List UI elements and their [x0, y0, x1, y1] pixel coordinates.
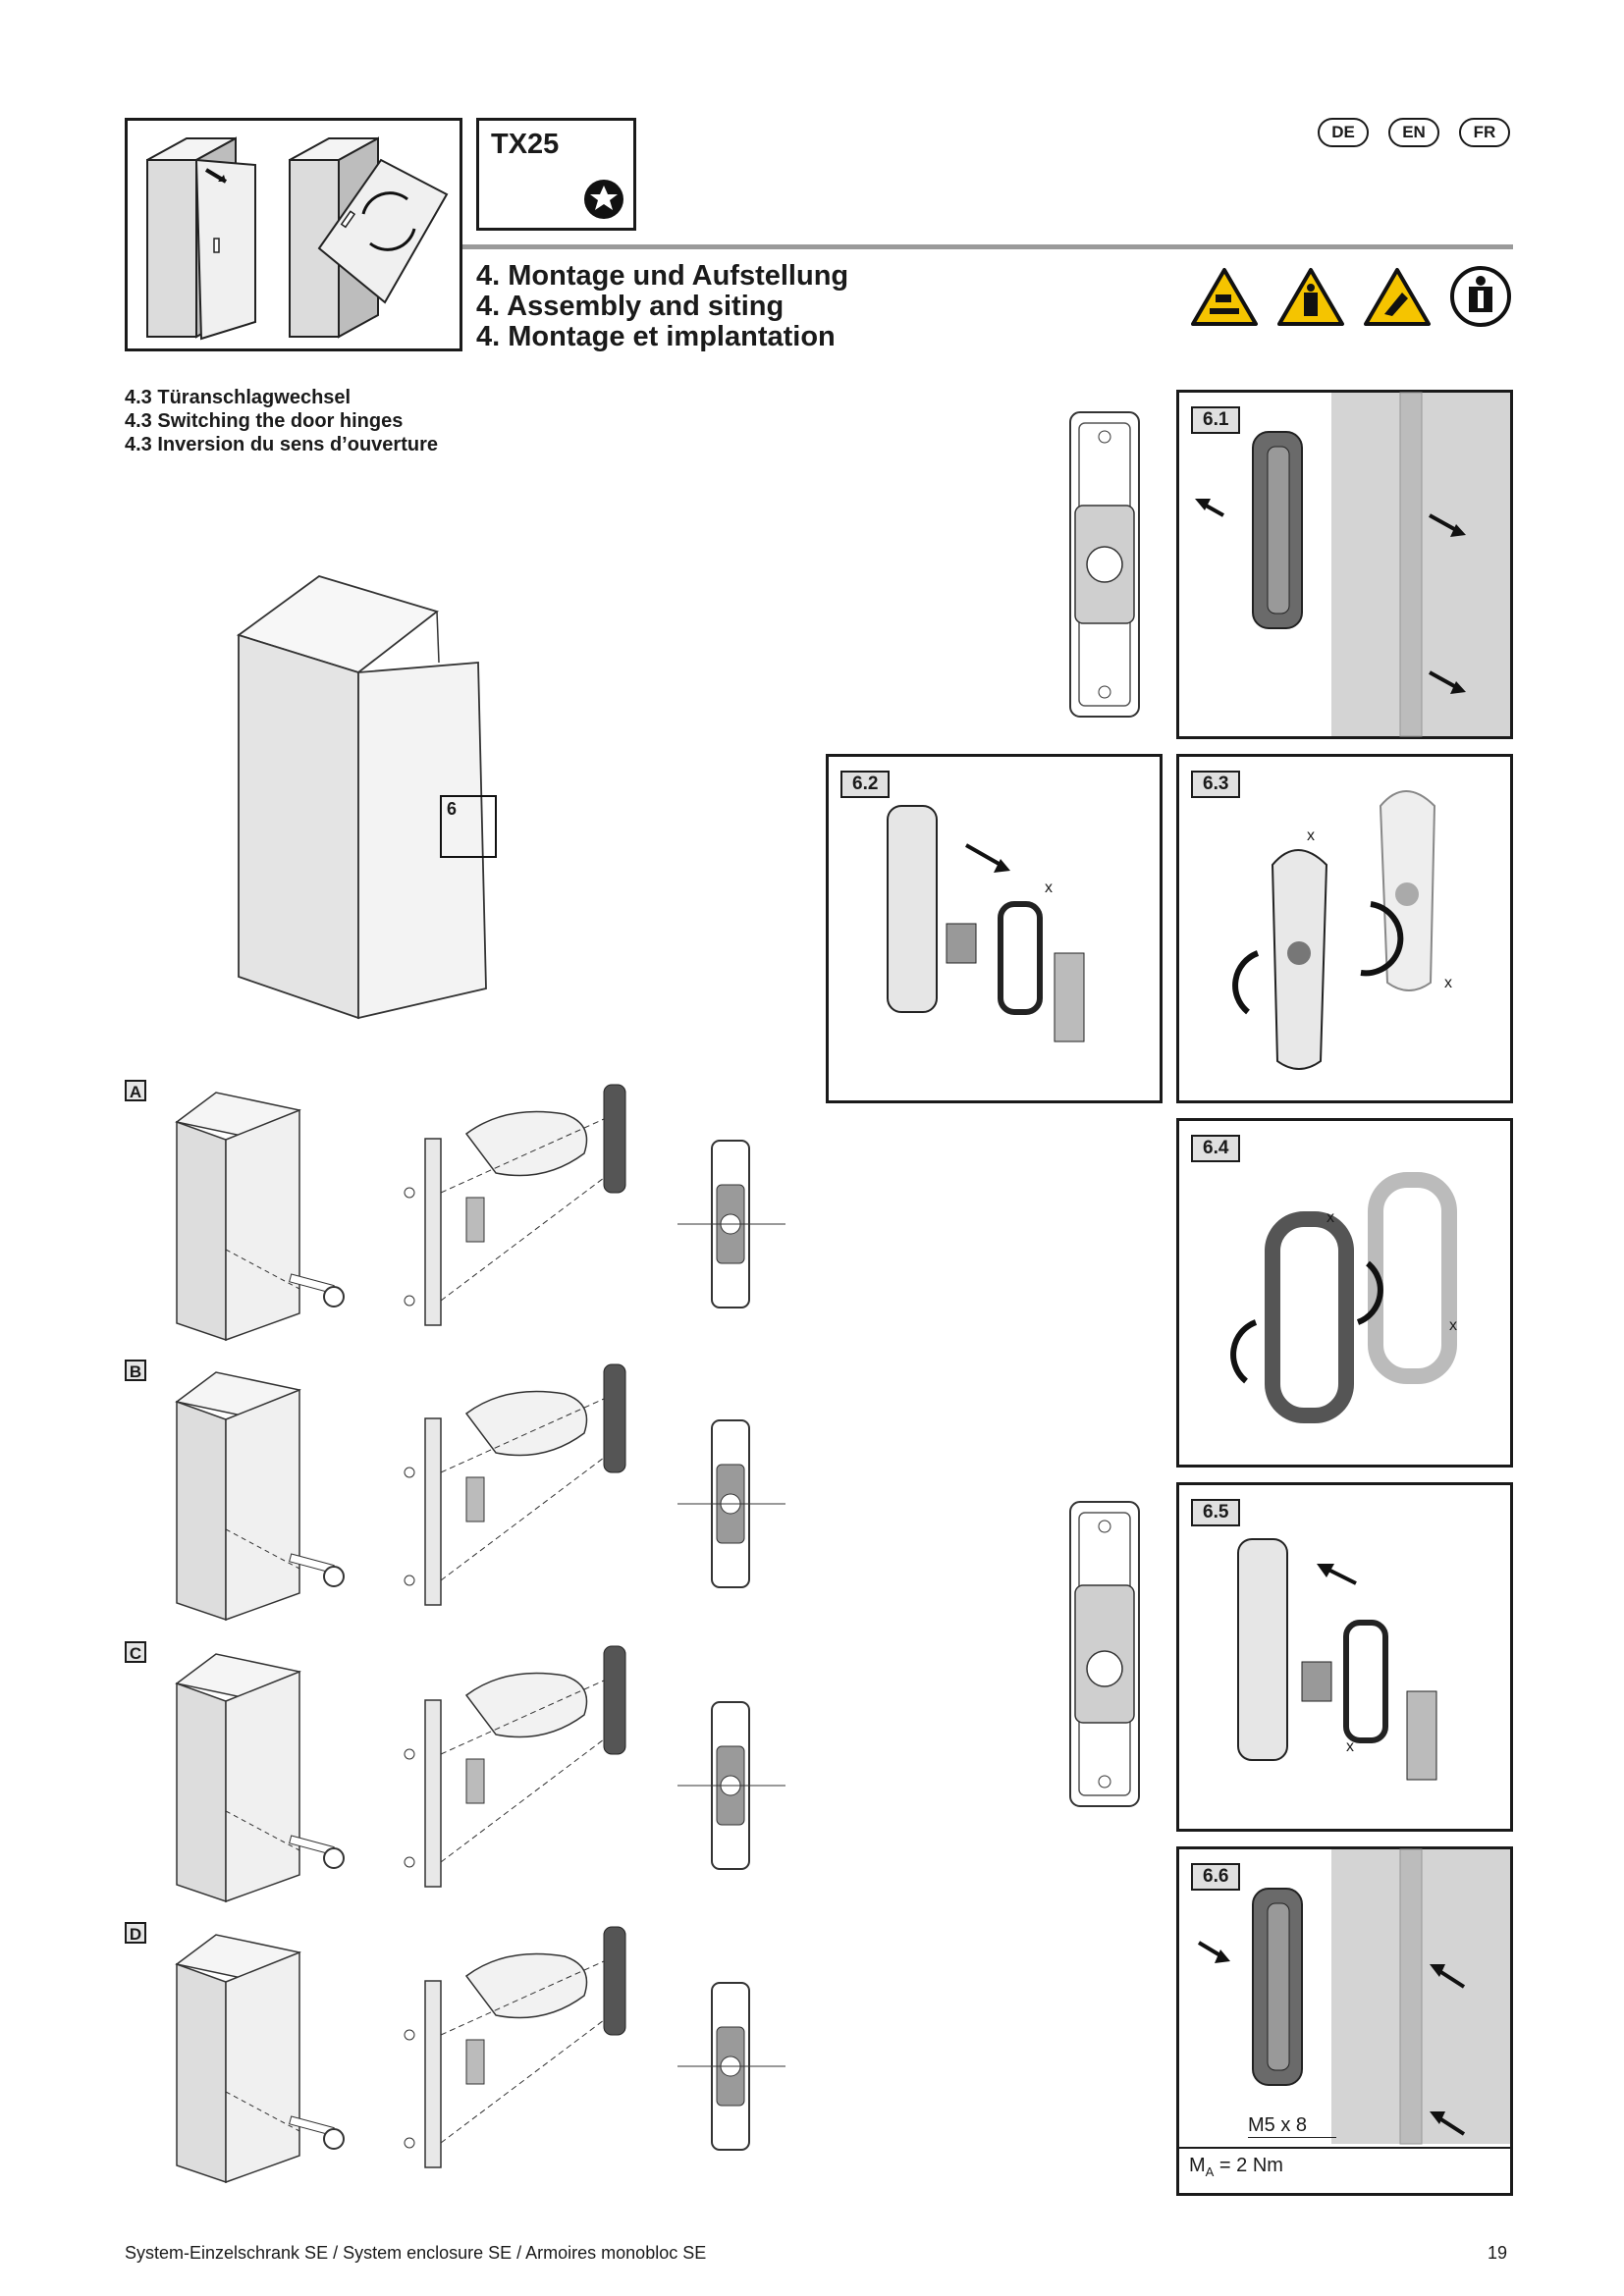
tool-label: TX25 [491, 129, 560, 160]
torque-subscript: A [1205, 2164, 1215, 2179]
row-a-lock-detail [677, 1140, 785, 1308]
language-badge-fr[interactable]: FR [1459, 118, 1510, 147]
step-6-2-illustration [887, 805, 1085, 1042]
row-a-hinge-assembly [404, 1084, 626, 1326]
cover-illustration-box [125, 118, 462, 351]
x-mark-6-2: x [1045, 880, 1053, 896]
callout-6-label: 6 [447, 799, 458, 819]
step-box-6-2: 6.2 x [826, 754, 1163, 1103]
language-badge-en[interactable]: EN [1388, 118, 1439, 147]
row-label-d: D [125, 1922, 146, 1944]
torque-divider [1179, 2147, 1510, 2149]
x-mark-6-4-right: x [1449, 1317, 1457, 1334]
step-6-4-illustration [1230, 1172, 1457, 1423]
lifting-hazard-icon [1277, 268, 1344, 326]
row-b-cabinet-key [175, 1371, 345, 1622]
x-mark-6-3-right: x [1444, 975, 1452, 991]
step-6-6-illustration [1197, 1848, 1510, 2145]
tool-box: TX25 [476, 118, 636, 231]
step-6-3-illustration [1232, 790, 1436, 1070]
section-title-en: 4.3 Switching the door hinges [125, 410, 404, 432]
row-label-c: C [125, 1641, 146, 1663]
step-box-6-3: 6.3 x x [1176, 754, 1513, 1103]
row-c-cabinet-key [175, 1653, 345, 1903]
header-divider [462, 244, 1513, 249]
cut-hazard-icon [1364, 268, 1431, 326]
row-d-hinge-assembly [404, 1926, 626, 2168]
step-label-6-4: 6.4 [1191, 1135, 1241, 1162]
step-6-5-illustration [1237, 1538, 1437, 1781]
enclosure-overview-illustration [237, 575, 487, 1020]
torque-value: = 2 Nm [1214, 2155, 1283, 2176]
step-label-6-6: 6.6 [1191, 1863, 1241, 1891]
torx-icon [584, 180, 623, 219]
x-mark-6-3-top: x [1307, 828, 1315, 844]
step-label-6-2: 6.2 [840, 771, 891, 798]
lock-insert-illustration-middle [1069, 1501, 1140, 1807]
step-label-6-3: 6.3 [1191, 771, 1241, 798]
step-label-6-5: 6.5 [1191, 1499, 1241, 1526]
heading-de: 4. Montage und Aufstellung [476, 260, 849, 292]
step-box-6-6: 6.6 M5 x 8 MA = 2 Nm [1176, 1846, 1513, 2196]
heading-fr: 4. Montage et implantation [476, 321, 836, 352]
crush-hazard-icon [1191, 268, 1258, 326]
step-box-6-1: 6.1 [1176, 390, 1513, 739]
row-b-hinge-assembly [404, 1363, 626, 1606]
row-b-lock-detail [677, 1419, 785, 1588]
row-label-b: B [125, 1360, 146, 1381]
row-c-hinge-assembly [404, 1645, 626, 1888]
x-mark-6-4-top: x [1326, 1209, 1334, 1226]
row-d-lock-detail [677, 1982, 785, 2151]
section-title-fr: 4.3 Inversion du sens d’ouverture [125, 434, 438, 455]
row-a-cabinet-key [175, 1092, 345, 1342]
lock-insert-illustration-top [1069, 411, 1140, 718]
enclosure-door-rotate-illustration [146, 136, 449, 341]
step-label-6-1: 6.1 [1191, 406, 1241, 434]
torque-symbol: M [1189, 2155, 1206, 2176]
step-box-6-4: 6.4 x x [1176, 1118, 1513, 1468]
protective-clothing-icon [1450, 266, 1511, 327]
row-label-a: A [125, 1080, 146, 1101]
footer-text: System-Einzelschrank SE / System enclosu… [125, 2243, 707, 2263]
language-badge-de[interactable]: DE [1318, 118, 1369, 147]
step-6-1-illustration [1195, 392, 1510, 737]
screw-size-label: M5 x 8 [1248, 2114, 1337, 2138]
page-number: 19 [1488, 2243, 1508, 2263]
torque-label: MA = 2 Nm [1189, 2155, 1283, 2179]
row-c-lock-detail [677, 1701, 785, 1870]
callout-6-frame [440, 795, 497, 858]
row-d-cabinet-key [175, 1934, 345, 2184]
step-box-6-5: 6.5 x [1176, 1482, 1513, 1832]
x-mark-6-5: x [1346, 1738, 1354, 1755]
section-title-de: 4.3 Türanschlagwechsel [125, 387, 352, 408]
heading-en: 4. Assembly and siting [476, 291, 785, 322]
